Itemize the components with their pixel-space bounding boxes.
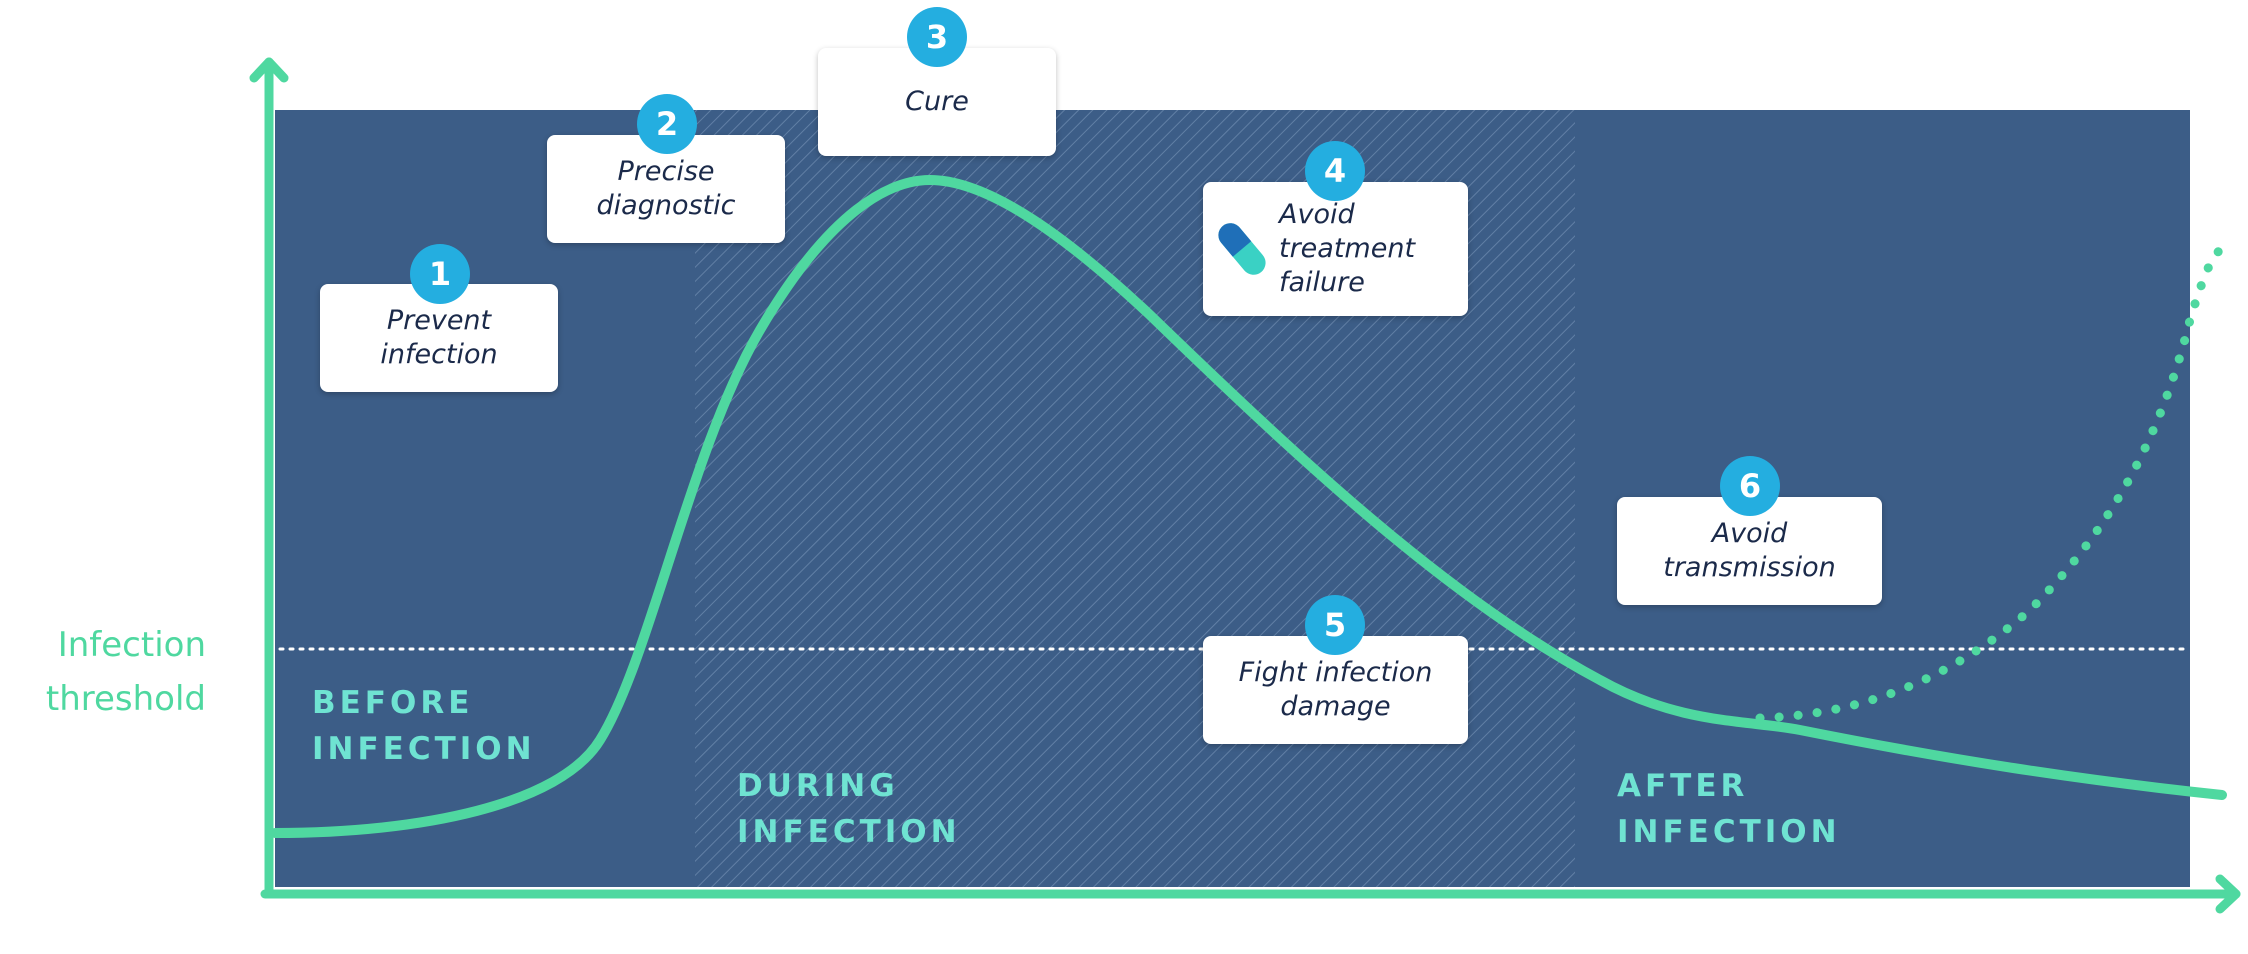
step-badge-4: 4 (1305, 141, 1365, 201)
infection-curve (270, 174, 2227, 838)
y-axis-arrowhead (249, 57, 289, 83)
step-card-fight-infection-damage: Fight infection damage (1203, 636, 1468, 744)
step-badge-3: 3 (907, 7, 967, 67)
step-badge-2: 2 (637, 94, 697, 154)
threshold-label: Infection threshold (45, 625, 206, 719)
step-badge-5: 5 (1305, 595, 1365, 655)
pill-icon (1217, 217, 1267, 281)
step-badge-6: 6 (1720, 456, 1780, 516)
step-card-avoid-treatment-failure: Avoid treatment failure (1203, 182, 1468, 316)
step-badge-1: 1 (410, 244, 470, 304)
x-axis-arrowhead (2215, 874, 2241, 914)
